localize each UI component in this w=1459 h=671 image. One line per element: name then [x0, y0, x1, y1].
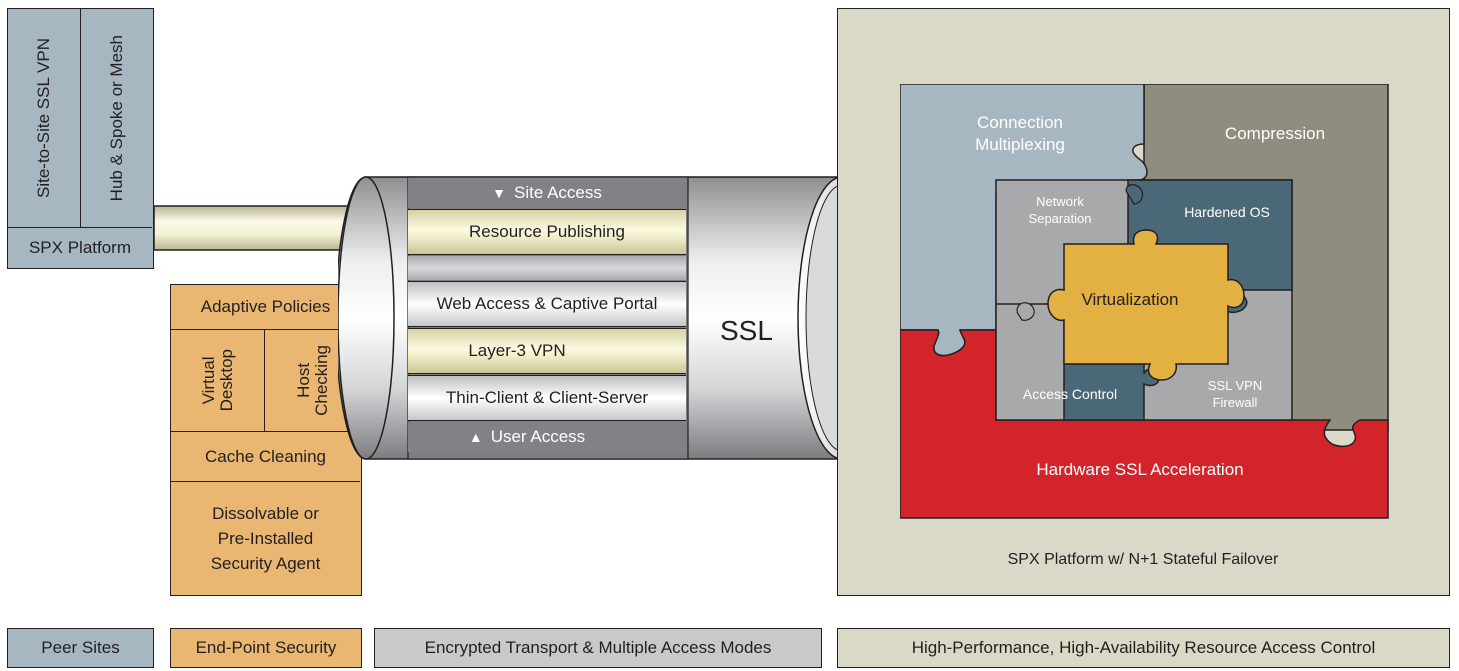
- web-access-band: Web Access & Captive Portal: [408, 281, 686, 327]
- host-checking-cell: Host Checking: [265, 330, 360, 432]
- connection-multiplexing-label: Connection Multiplexing: [975, 113, 1065, 154]
- host-checking-label: Host Checking: [293, 345, 331, 416]
- peer-connector-pipe: [154, 205, 354, 251]
- virtual-desktop-cell: Virtual Desktop: [171, 330, 265, 432]
- virtualization-piece: [1047, 229, 1245, 381]
- hardware-ssl-label: Hardware SSL Acceleration: [1036, 460, 1244, 479]
- security-agent: Dissolvable or Pre-Installed Security Ag…: [210, 503, 321, 573]
- site-access-label: Site Access: [513, 183, 602, 202]
- hub-spoke-cell: Hub & Spoke or Mesh: [81, 9, 152, 228]
- resource-publishing-band: Resource Publishing: [408, 209, 686, 255]
- site-access-band: ▼ Site Access: [408, 178, 686, 208]
- site-to-site-vpn-cell: Site-to-Site SSL VPN: [8, 9, 81, 228]
- cache-cleaning: Cache Cleaning: [171, 432, 360, 482]
- security-puzzle: [900, 84, 1389, 519]
- user-access-label: User Access: [490, 427, 586, 446]
- hub-spoke-label: Hub & Spoke or Mesh: [106, 34, 126, 202]
- access-control-label: Access Control: [1022, 386, 1118, 402]
- virtualization-label: Virtualization: [1081, 290, 1179, 309]
- thin-client-band: Thin-Client & Client-Server: [408, 375, 686, 421]
- hardware-ssl-piece: [900, 329, 1389, 519]
- user-access-band: ▲ User Access: [408, 422, 686, 452]
- web-access-label: Web Access & Captive Portal: [436, 294, 658, 313]
- user-access-up-icon: ▲: [468, 429, 483, 445]
- layer3-label: Layer-3 VPN: [468, 341, 566, 360]
- ssl-label: SSL: [720, 315, 773, 346]
- thin-client-label: Thin-Client & Client-Server: [445, 388, 649, 407]
- virtual-desktop-label: Virtual Desktop: [198, 349, 236, 412]
- legend-endpoint-security: End-Point Security: [170, 628, 362, 668]
- hardened-os-label: Hardened OS: [1184, 204, 1270, 220]
- site-access-down-icon: ▼: [492, 185, 506, 201]
- site-to-site-vpn-label: Site-to-Site SSL VPN: [34, 38, 53, 198]
- legend-high-performance: High-Performance, High-Availability Reso…: [837, 628, 1450, 668]
- legend-peer-sites: Peer Sites: [7, 628, 154, 668]
- ssl-vpn-firewall-label: SSL VPN Firewall: [1207, 378, 1263, 410]
- peer-sites-block: Site-to-Site SSL VPN Hub & Spoke or Mesh…: [7, 8, 154, 269]
- endpoint-security-block: Adaptive Policies Virtual Desktop Host C…: [170, 284, 362, 596]
- resource-publishing-label: Resource Publishing: [469, 222, 625, 241]
- tunnel-gap-band: [408, 256, 686, 280]
- network-separation-label: Network Separation: [1028, 194, 1092, 226]
- platform-failover-label: SPX Platform w/ N+1 Stateful Failover: [1007, 551, 1279, 568]
- spx-platform-peer: SPX Platform: [28, 237, 132, 257]
- adaptive-policies: Adaptive Policies: [171, 285, 360, 330]
- legend-encrypted-transport: Encrypted Transport & Multiple Access Mo…: [374, 628, 822, 668]
- layer3-band: Layer-3 VPN: [408, 328, 686, 374]
- compression-label: Compression: [1224, 124, 1326, 143]
